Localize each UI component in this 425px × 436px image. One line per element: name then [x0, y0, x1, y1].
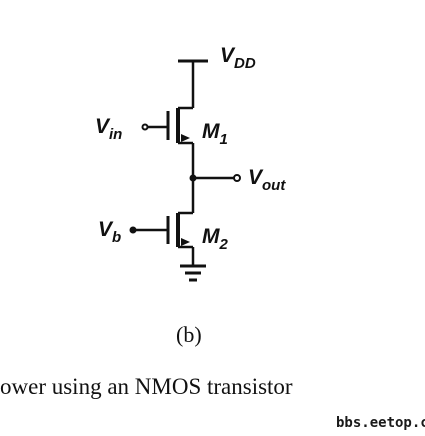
- ground-icon: [180, 264, 206, 282]
- vin-label: Vin: [95, 115, 122, 143]
- vout-label: Vout: [248, 166, 286, 194]
- vdd-label: VDD: [220, 44, 256, 72]
- m2-label: M2: [202, 225, 229, 253]
- watermark: bbs.eetop.cn: [336, 415, 425, 431]
- vb-label: Vb: [98, 218, 121, 246]
- subfigure-label: (b): [176, 322, 202, 347]
- caption-text: ower using an NMOS transistor: [0, 374, 293, 399]
- vb-terminal: [129, 226, 168, 234]
- vdd-rail: [178, 59, 208, 108]
- transistor-m1: [166, 106, 195, 178]
- transistor-m2: [166, 211, 195, 266]
- vin-terminal: [141, 123, 168, 131]
- output-node: [189, 174, 241, 213]
- m1-label: M1: [202, 120, 228, 148]
